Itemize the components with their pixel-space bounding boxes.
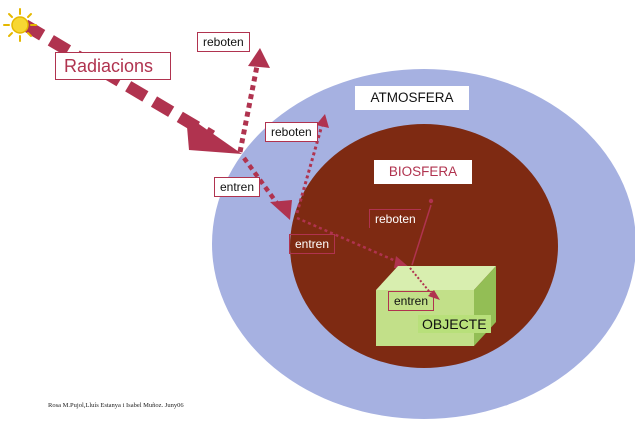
- enter-arrow-atmosphere: [242, 156, 292, 220]
- objecte-label: OBJECTE: [418, 315, 491, 333]
- atmosfera-label: ATMOSFERA: [355, 86, 469, 110]
- radiation-arrow: [21, 19, 242, 154]
- rebote-label-top: reboten: [197, 32, 250, 52]
- bounce-arrow-top: [237, 48, 270, 153]
- rebote-label-biosphere: reboten: [369, 209, 421, 228]
- bounce-arrow-biosphere: [295, 114, 329, 214]
- biosfera-label: BIOSFERA: [374, 160, 472, 184]
- enter-arrow-biosphere: [296, 216, 410, 268]
- rebote-label-atmosphere: reboten: [265, 122, 318, 142]
- entren-label-object: entren: [388, 291, 435, 311]
- entren-label-atmosphere: entren: [214, 177, 261, 197]
- sun-icon: [3, 8, 37, 42]
- radiacions-label: Radiacions: [55, 52, 171, 80]
- credits-text: Rosa M.Pujol,Lluís Estanya i Isabel Muño…: [48, 402, 184, 409]
- entren-label-biosphere: entren: [289, 234, 336, 254]
- bounce-arrow-object: [411, 198, 434, 266]
